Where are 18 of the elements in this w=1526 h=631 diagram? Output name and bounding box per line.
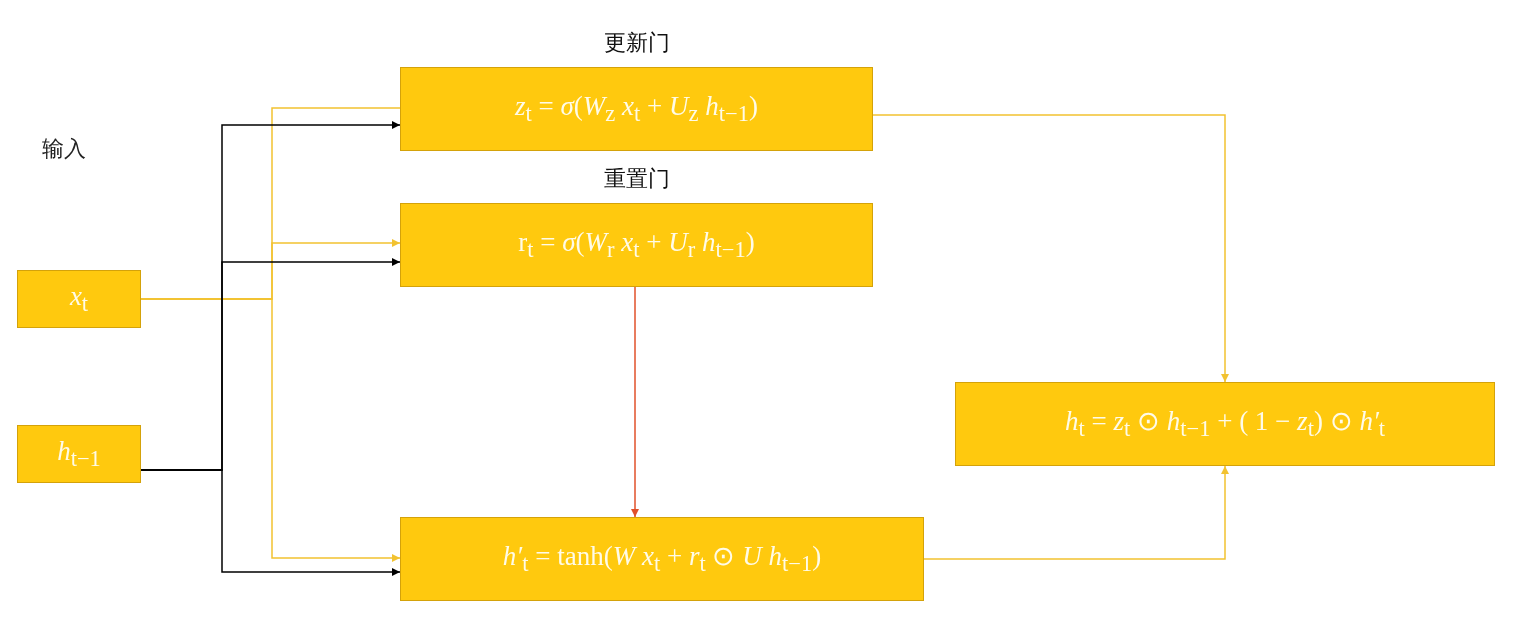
input-label: 输入 — [42, 135, 86, 163]
arrow — [872, 114, 1229, 383]
formula-box — [17, 270, 141, 328]
arrow — [631, 286, 639, 518]
gate-heading: 重置门 — [603, 165, 670, 193]
formula: h′$_{t}$ = tanh(W x$_{t}$ + r$_{t}$ ⊙ U h$_{t−1}$) — [502, 540, 822, 578]
formula-box — [17, 425, 141, 483]
formula: z$_{t}$ = σ(W$_{z}$ x$_{t}$ + U$_{z}$ h$_{t−1}$) — [515, 90, 758, 128]
formula-box — [400, 517, 924, 601]
formula: x$_{t}$ — [69, 280, 89, 318]
arrow — [140, 469, 401, 576]
formula: h$_{t−1}$ — [57, 435, 101, 473]
formula: r$_{t}$ = σ(W$_{r}$ x$_{t}$ + U$_{r}$ h$_{t−1}$) — [518, 226, 755, 264]
arrow — [923, 465, 1229, 560]
arrow — [140, 298, 401, 562]
gate-heading: 更新门 — [603, 29, 670, 57]
formula: h$_{t}$ = z$_{t}$ ⊙ h$_{t−1}$ + ( 1 − z$_{t}$) ⊙ h′$_{t}$ — [1064, 405, 1386, 443]
formula-box — [955, 382, 1495, 466]
